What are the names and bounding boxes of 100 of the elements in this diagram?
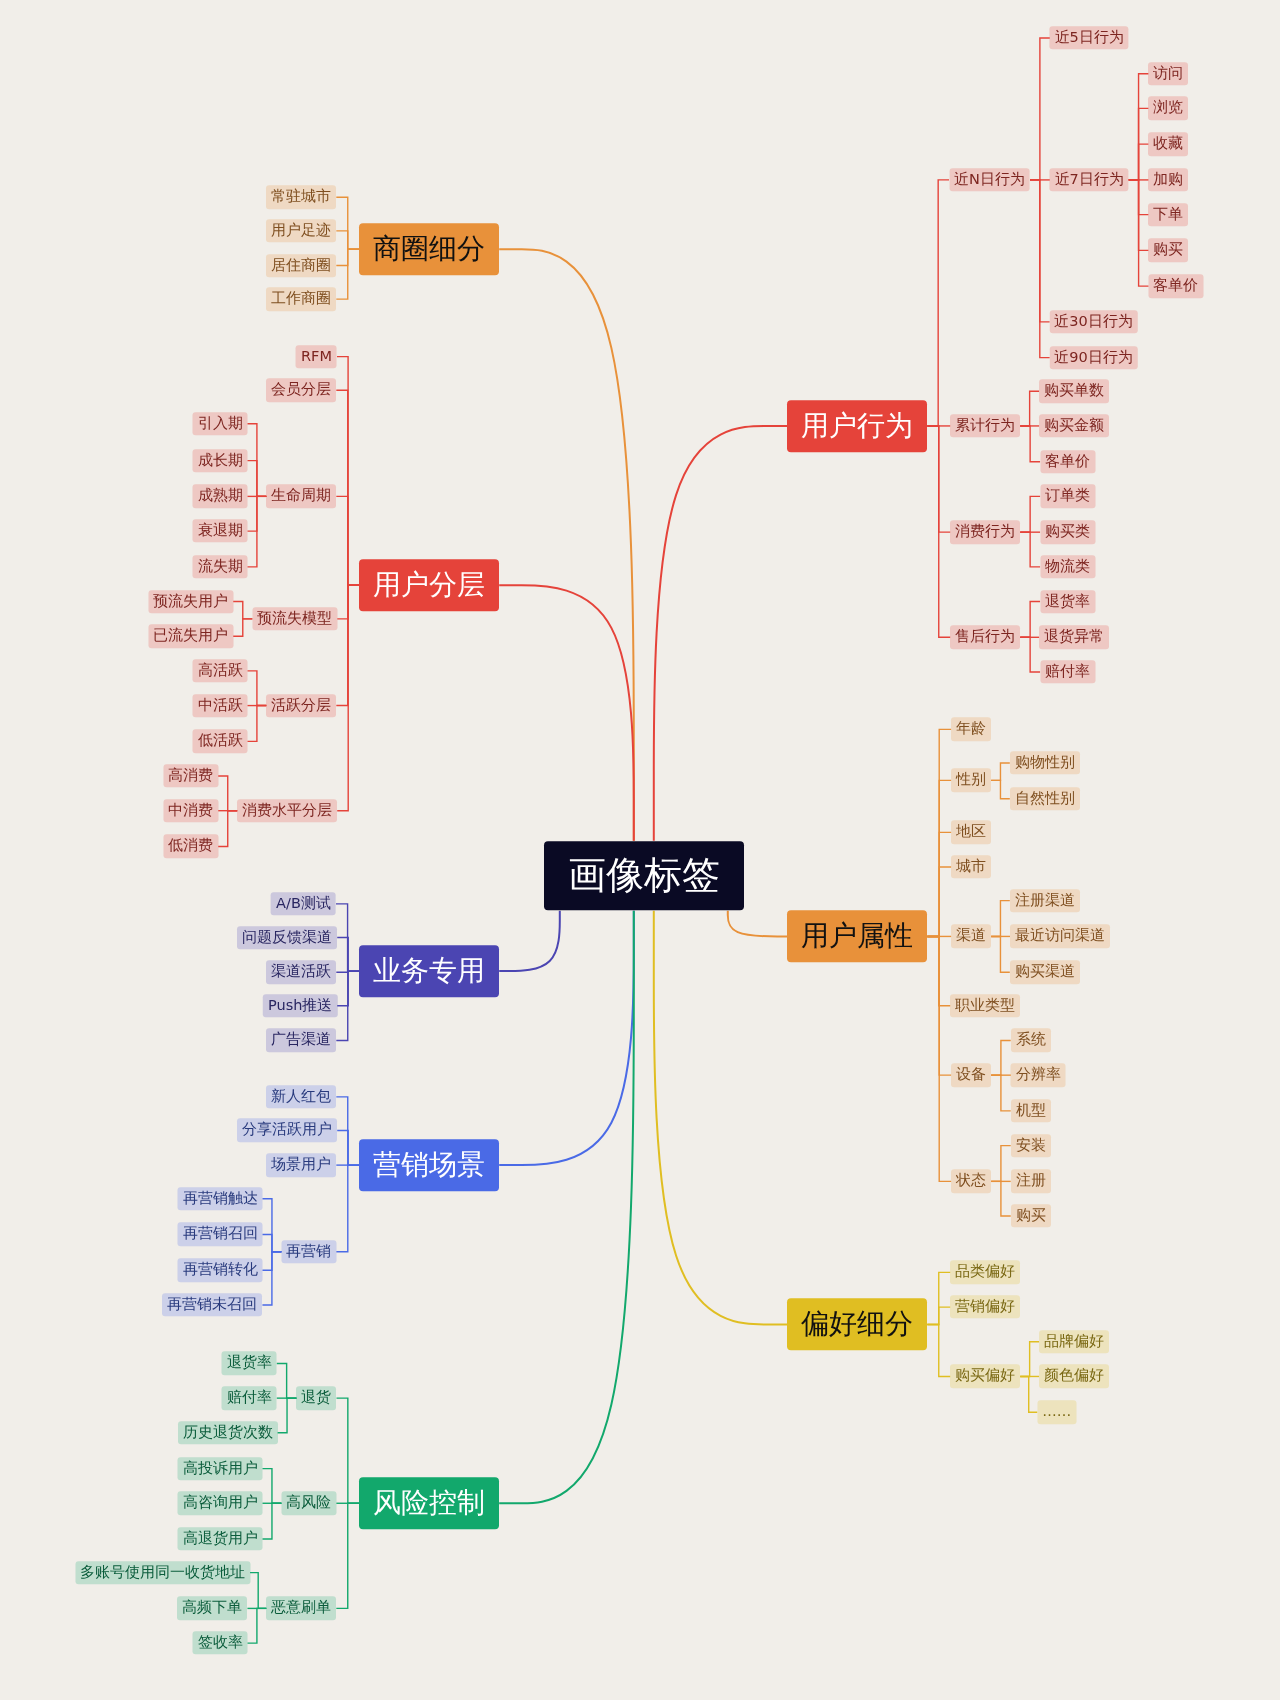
subtopic-tag: 城市 bbox=[951, 855, 992, 879]
subtopic-tag: 注册 bbox=[1010, 1169, 1051, 1194]
subtopic-tag: 近30日行为 bbox=[1049, 310, 1138, 334]
subtopic-tag: 售后行为 bbox=[950, 625, 1021, 649]
connector-line bbox=[990, 1074, 1012, 1112]
subtopic-tag: 恶意刷单 bbox=[266, 1596, 337, 1621]
subtopic-tag: 常驻城市 bbox=[266, 185, 337, 209]
connector-line bbox=[246, 1607, 267, 1644]
subtopic-tag: 生命周期 bbox=[266, 484, 337, 509]
subtopic-tag: 高频下单 bbox=[177, 1596, 248, 1621]
subtopic-tag: 赔付率 bbox=[221, 1386, 277, 1410]
connector-line bbox=[276, 1397, 298, 1434]
subtopic-tag: 已流失用户 bbox=[148, 624, 234, 648]
connector-line bbox=[990, 935, 1011, 973]
connector-line bbox=[232, 618, 253, 637]
branch-topic: 用户属性 bbox=[787, 910, 928, 963]
subtopic-tag: 近5日行为 bbox=[1049, 26, 1129, 50]
subtopic-tag: 安装 bbox=[1010, 1133, 1051, 1158]
subtopic-tag: 问题反馈渠道 bbox=[237, 925, 338, 950]
subtopic-tag: 退货率 bbox=[1040, 589, 1096, 614]
subtopic-tag: 消费水平分层 bbox=[237, 799, 338, 823]
subtopic-tag: 状态 bbox=[951, 1169, 992, 1194]
subtopic-tag: 用户足迹 bbox=[266, 219, 337, 243]
subtopic-tag: 购买 bbox=[1010, 1204, 1051, 1228]
subtopic-tag: Push推送 bbox=[263, 994, 338, 1018]
subtopic-tag: 活跃分层 bbox=[266, 693, 337, 718]
connector-line bbox=[335, 1164, 360, 1253]
subtopic-tag: 再营销触达 bbox=[177, 1187, 263, 1211]
subtopic-tag: A/B测试 bbox=[271, 892, 336, 916]
subtopic-tag: 预流失模型 bbox=[252, 607, 338, 631]
subtopic-tag: 高风险 bbox=[281, 1491, 337, 1515]
subtopic-tag: 渠道 bbox=[951, 924, 992, 949]
subtopic-tag: 高咨询用户 bbox=[177, 1491, 263, 1515]
subtopic-tag: 再营销转化 bbox=[177, 1258, 263, 1282]
subtopic-tag: 购买金额 bbox=[1039, 414, 1110, 438]
connector-line bbox=[1029, 179, 1051, 359]
subtopic-tag: 近N日行为 bbox=[949, 168, 1030, 192]
connector-line bbox=[1019, 425, 1041, 463]
subtopic-tag: 设备 bbox=[951, 1063, 992, 1087]
subtopic-tag: 累计行为 bbox=[950, 414, 1021, 438]
subtopic-tag: RFM bbox=[296, 344, 337, 369]
connector-line bbox=[336, 584, 360, 812]
connector-line bbox=[335, 970, 360, 1042]
branch-topic: 风险控制 bbox=[359, 1477, 500, 1530]
subtopic-tag: 高活跃 bbox=[192, 659, 248, 683]
connector-line bbox=[498, 584, 635, 842]
subtopic-tag: 下单 bbox=[1148, 202, 1189, 227]
connector-line bbox=[990, 779, 1011, 800]
subtopic-tag: 签收率 bbox=[192, 1631, 248, 1655]
subtopic-tag: 历史退货次数 bbox=[177, 1421, 278, 1445]
connector-line bbox=[652, 909, 789, 1326]
connector-line bbox=[261, 1251, 283, 1306]
subtopic-tag: 再营销召回 bbox=[177, 1222, 263, 1247]
subtopic-tag: 营销偏好 bbox=[950, 1295, 1021, 1319]
subtopic-tag: 购买渠道 bbox=[1009, 960, 1080, 984]
subtopic-tag: 中消费 bbox=[163, 799, 219, 823]
branch-topic: 业务专用 bbox=[359, 945, 500, 997]
connector-line bbox=[498, 909, 635, 1505]
connector-line bbox=[246, 495, 267, 568]
subtopic-tag: 物流类 bbox=[1040, 555, 1096, 579]
branch-topic: 商圈细分 bbox=[359, 223, 500, 276]
subtopic-tag: 居住商圈 bbox=[266, 253, 337, 278]
branch-topic: 用户分层 bbox=[359, 559, 500, 612]
subtopic-tag: 分享活跃用户 bbox=[237, 1118, 338, 1143]
connector-line bbox=[498, 909, 561, 973]
branch-topic: 用户行为 bbox=[787, 400, 928, 452]
connector-line bbox=[726, 909, 789, 938]
central-topic: 画像标签 bbox=[543, 840, 744, 911]
connector-line bbox=[1019, 636, 1041, 673]
connector-line bbox=[926, 935, 952, 1183]
subtopic-tag: 客单价 bbox=[1148, 274, 1204, 298]
subtopic-tag: 预流失用户 bbox=[148, 589, 234, 614]
subtopic-tag: 性别 bbox=[951, 768, 992, 793]
subtopic-tag: 会员分层 bbox=[266, 378, 337, 402]
subtopic-tag: 注册渠道 bbox=[1009, 888, 1080, 913]
subtopic-tag: 退货率 bbox=[221, 1351, 277, 1376]
subtopic-tag: 近90日行为 bbox=[1049, 345, 1138, 370]
connector-line bbox=[217, 810, 238, 848]
connector-line bbox=[335, 248, 360, 300]
subtopic-tag: 订单类 bbox=[1040, 484, 1096, 509]
connector-line bbox=[261, 1502, 283, 1540]
subtopic-tag: 中活跃 bbox=[192, 693, 248, 718]
connector-line bbox=[335, 1502, 360, 1610]
connector-line bbox=[1019, 1375, 1038, 1413]
connector-line bbox=[926, 1323, 951, 1378]
subtopic-tag: 机型 bbox=[1010, 1099, 1051, 1123]
subtopic-tag: 高退货用户 bbox=[177, 1527, 263, 1551]
subtopic-tag: 购买类 bbox=[1040, 520, 1096, 544]
subtopic-tag: 浏览 bbox=[1148, 96, 1189, 121]
subtopic-tag: 广告渠道 bbox=[266, 1028, 337, 1053]
subtopic-tag: 成熟期 bbox=[192, 484, 248, 509]
connector-line bbox=[1019, 531, 1041, 568]
subtopic-tag: 低消费 bbox=[163, 834, 219, 859]
subtopic-tag: 高消费 bbox=[163, 764, 219, 788]
subtopic-tag: 赔付率 bbox=[1040, 660, 1096, 684]
subtopic-tag: …… bbox=[1037, 1400, 1077, 1424]
subtopic-tag: 衰退期 bbox=[192, 519, 248, 543]
subtopic-tag: 退货 bbox=[296, 1386, 337, 1410]
connector-line bbox=[990, 1180, 1012, 1217]
subtopic-tag: 访问 bbox=[1148, 62, 1189, 86]
